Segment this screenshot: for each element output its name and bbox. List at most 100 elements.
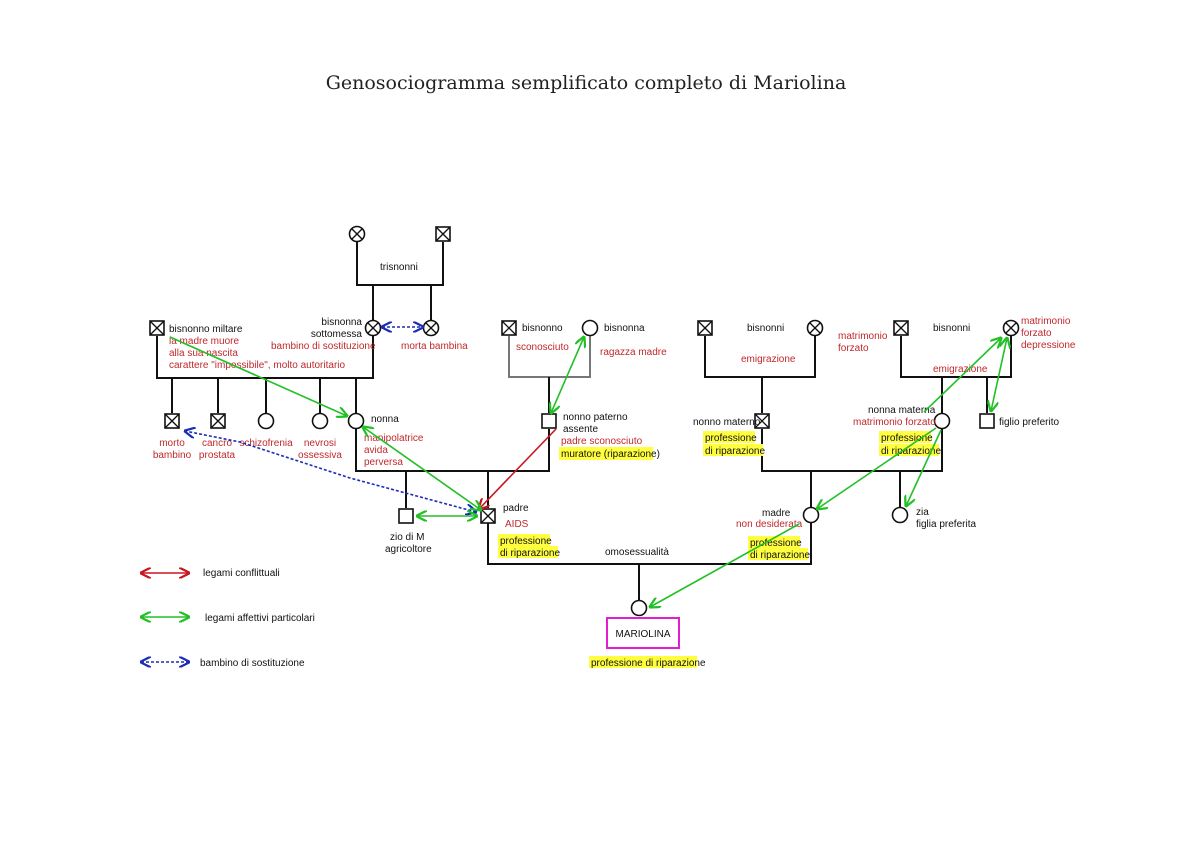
mariolina-box — [606, 617, 680, 649]
label-aids: AIDS — [505, 519, 529, 530]
label-zio-1: zio di M — [390, 532, 424, 543]
label-prof-nna-2: di riparazione — [881, 446, 941, 457]
conflict-arrow-nonno-padre — [479, 428, 557, 509]
label-prof-nm-2: di riparazione — [705, 446, 765, 457]
label-trisnonni: trisnonni — [380, 262, 418, 273]
label-nonno-materno: nonno materno — [693, 417, 761, 428]
nonna-symbol — [347, 412, 365, 430]
legend-affective-label: legami affettivi particolari — [205, 613, 315, 624]
affective-arrow-bisnonna-figlio — [991, 338, 1007, 411]
label-perversa: perversa — [364, 457, 403, 468]
bisnonna-paterna-symbol — [581, 319, 599, 337]
label-bisnonni-left: bisnonni — [747, 323, 784, 334]
label-carattere: carattere "impossibile", molto autoritar… — [169, 360, 345, 371]
nonno-paterno-symbol — [541, 413, 557, 429]
affective-arrow-nonna-zia — [906, 429, 942, 506]
affective-arrow-nonna-padre — [363, 427, 481, 510]
label-bisnonna-1: bisnonna — [321, 317, 362, 328]
zio-symbol — [398, 508, 414, 524]
label-schizofrenia: schizofrenia — [239, 438, 293, 449]
label-prof-nna-1: professione — [881, 433, 933, 444]
bisnonna-materna-right-symbol — [1002, 319, 1020, 337]
label-prof-padre-2: di riparazione — [500, 548, 560, 559]
schizofrenia-symbol — [257, 412, 275, 430]
label-prof-madre-2: di riparazione — [750, 550, 810, 561]
bisnonno-paterno-symbol — [501, 320, 517, 336]
label-emigrazione-right: emigrazione — [933, 364, 988, 375]
label-madre: madre — [762, 508, 791, 519]
cancro-prostata-symbol — [210, 413, 226, 429]
label-la-madre-muore: la madre muore — [169, 336, 239, 347]
label-bambino: bambino — [153, 450, 192, 461]
label-morta-bambina: morta bambina — [401, 341, 468, 352]
label-zia-1: zia — [916, 507, 929, 518]
label-cancro: cancro — [202, 438, 232, 449]
figlio-preferito-symbol — [979, 413, 995, 429]
label-mariolina: MARIOLINA — [615, 629, 670, 640]
label-padre-sconosciuto: padre sconosciuto — [561, 436, 643, 447]
legend: legami conflittuali legami affettivi par… — [141, 568, 315, 669]
label-nonno-paterno: nonno paterno — [563, 412, 628, 423]
trisnonna-symbol — [348, 225, 366, 243]
legend-substitution-label: bambino di sostituzione — [200, 658, 305, 669]
label-figlio-preferito: figlio preferito — [999, 417, 1059, 428]
label-prof-nm-1: professione — [705, 433, 757, 444]
label-zia-2: figlia preferita — [916, 519, 976, 530]
affective-arrow-bisnonno-nonna — [169, 336, 347, 416]
highlights — [498, 431, 939, 668]
label-bisnonna-p: bisnonna — [604, 323, 645, 334]
label-matrimonio-forzato-nm: matrimonio forzato — [853, 417, 936, 428]
legend-conflict-label: legami conflittuali — [203, 568, 280, 579]
madre-symbol — [802, 506, 820, 524]
label-bisnonni-right: bisnonni — [933, 323, 970, 334]
nevrosi-symbol — [311, 412, 329, 430]
label-nonna: nonna — [371, 414, 399, 425]
bisnonno-materno-right-symbol — [893, 320, 909, 336]
affective-arrow-madre-mariolina — [650, 523, 800, 607]
label-avida: avida — [364, 445, 388, 456]
label-assente: assente — [563, 424, 598, 435]
label-padre: padre — [503, 503, 529, 514]
label-nonna-materna: nonna materna — [868, 405, 936, 416]
label-depressione: depressione — [1021, 340, 1076, 351]
label-bisnonno-p: bisnonno — [522, 323, 563, 334]
morto-bambino-symbol — [164, 413, 180, 429]
label-sottomessa: sottomessa — [311, 329, 363, 340]
label-non-desiderata: non desiderata — [736, 519, 803, 530]
label-ragazza-madre: ragazza madre — [600, 347, 667, 358]
bisnonna-sottomessa-symbol — [364, 319, 382, 337]
relation-arrows — [169, 327, 1007, 607]
label-prof-mariolina: professione di riparazione — [591, 658, 706, 669]
trisnonno-symbol — [435, 226, 451, 242]
bisnonna-materna-left-symbol — [806, 319, 824, 337]
nonno-materno-symbol — [754, 413, 770, 429]
page-title: Genosociogramma semplificato completo di… — [325, 72, 847, 94]
zia-symbol — [891, 506, 909, 524]
label-bisnonno-militare: bisnonno miltare — [169, 324, 243, 335]
label-matrimonio-2: matrimonio — [1021, 316, 1071, 327]
padre-symbol — [480, 508, 496, 524]
label-prostata: prostata — [199, 450, 236, 461]
label-omosessualita: omosessualità — [605, 547, 669, 558]
label-prof-padre-1: professione — [500, 536, 552, 547]
label-muratore: muratore (riparazione) — [561, 449, 660, 460]
label-alla-sua-nascita: alla sua nascita — [169, 348, 238, 359]
bisnonno-militare-symbol — [149, 320, 165, 336]
mariolina-symbol — [630, 599, 648, 617]
label-sconosciuto: sconosciuto — [516, 342, 569, 353]
nonna-materna-symbol — [933, 412, 951, 430]
label-bambino-di-sostituzione: bambino di sostituzione — [271, 341, 376, 352]
affective-arrow-bisnonna-nonnamaterna — [923, 338, 1001, 413]
affective-arrow-nonna-madre — [817, 427, 937, 509]
labels: trisnonni bisnonno miltare la madre muor… — [153, 262, 1076, 669]
label-emigrazione-left: emigrazione — [741, 354, 796, 365]
morta-bambina-symbol — [422, 319, 440, 337]
label-matrimonio-1: matrimonio — [838, 331, 888, 342]
label-ossessiva: ossessiva — [298, 450, 342, 461]
label-zio-2: agricoltore — [385, 544, 432, 555]
label-forzato-1: forzato — [838, 343, 869, 354]
bisnonno-materno-left-symbol — [697, 320, 713, 336]
label-nevrosi: nevrosi — [304, 438, 336, 449]
affective-arrow-bisnonna-nonno — [551, 337, 584, 413]
